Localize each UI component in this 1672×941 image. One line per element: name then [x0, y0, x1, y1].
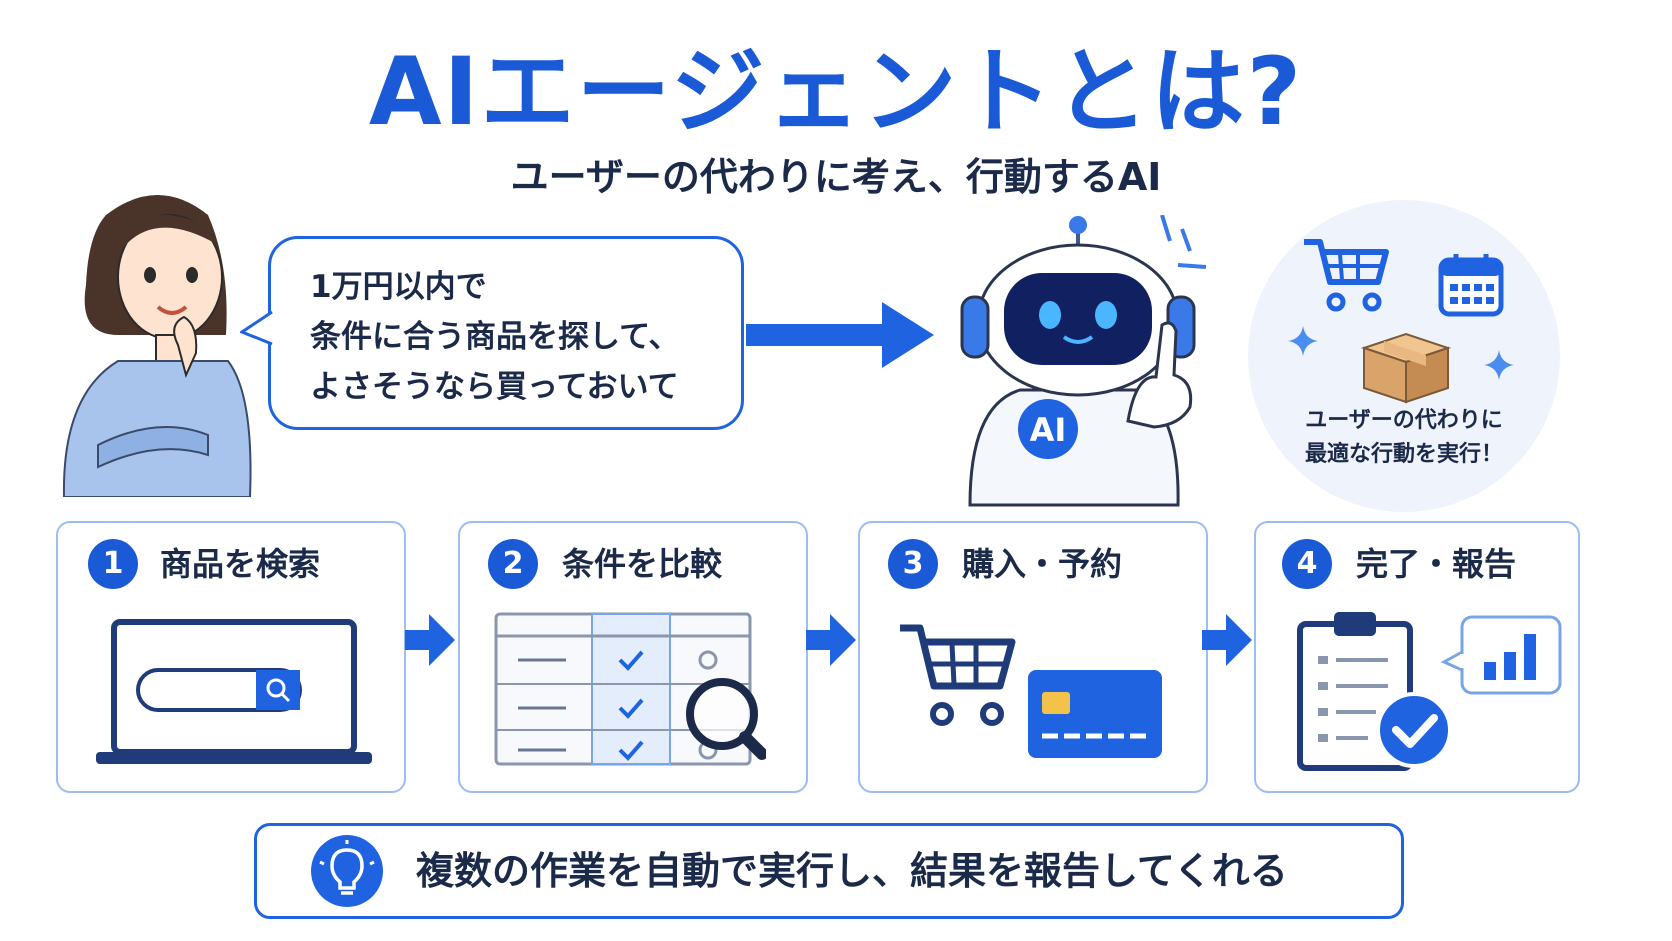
- step-label: 完了・報告: [1356, 545, 1517, 583]
- summary-text: 複数の作業を自動で実行し、結果を報告してくれる: [416, 849, 1288, 893]
- action-line-1: ユーザーの代わりに: [1305, 408, 1503, 433]
- action-line-2: 最適な行動を実行！: [1304, 442, 1503, 467]
- step-number-badge: 1: [88, 539, 138, 589]
- request-line-1: 1万円以内で: [310, 269, 487, 305]
- package-icon: [1360, 332, 1452, 404]
- bar-chart-icon: [1440, 615, 1562, 695]
- step-number-badge: 3: [888, 539, 938, 589]
- robot-badge: AI: [1030, 411, 1067, 449]
- request-text: 1万円以内で 条件に合う商品を探して、 よさそうなら買っておいて: [310, 262, 680, 412]
- action-text: ユーザーの代わりに 最適な行動を実行！: [1264, 404, 1544, 472]
- step-label: 商品を検索: [160, 545, 321, 583]
- sparkle-icon: [1484, 350, 1514, 380]
- step-label: 条件を比較: [562, 545, 723, 583]
- page-subtitle: ユーザーの代わりに考え、行動するAI: [510, 155, 1162, 199]
- arrow-right-icon: [746, 302, 934, 368]
- clipboard-check-icon: [1297, 612, 1452, 771]
- sparkle-icon: [1288, 326, 1318, 356]
- step-label: 購入・予約: [962, 545, 1123, 583]
- bubble-tail: [240, 310, 273, 346]
- calendar-icon: [1438, 254, 1504, 317]
- lightbulb-icon: [311, 835, 383, 907]
- arrow-right-icon: [405, 614, 455, 666]
- comparison-table-icon: [494, 612, 766, 766]
- shopping-cart-icon: [1304, 239, 1389, 312]
- arrow-right-icon: [1202, 614, 1252, 666]
- arrow-right-icon: [806, 614, 856, 666]
- person-illustration: [62, 195, 252, 497]
- request-speech-bubble: [268, 236, 744, 430]
- step-number-badge: 2: [488, 539, 538, 589]
- robot-illustration: AI: [960, 215, 1207, 507]
- step-number-badge: 4: [1282, 539, 1332, 589]
- summary-banner: [254, 823, 1404, 919]
- page-title: AIエージェントとは?: [368, 38, 1304, 147]
- credit-card-icon: [1028, 670, 1162, 758]
- request-line-2: 条件に合う商品を探して、: [310, 319, 680, 355]
- laptop-search-icon: [96, 619, 372, 764]
- request-line-3: よさそうなら買っておいて: [310, 369, 679, 405]
- shopping-cart-icon: [900, 624, 1016, 726]
